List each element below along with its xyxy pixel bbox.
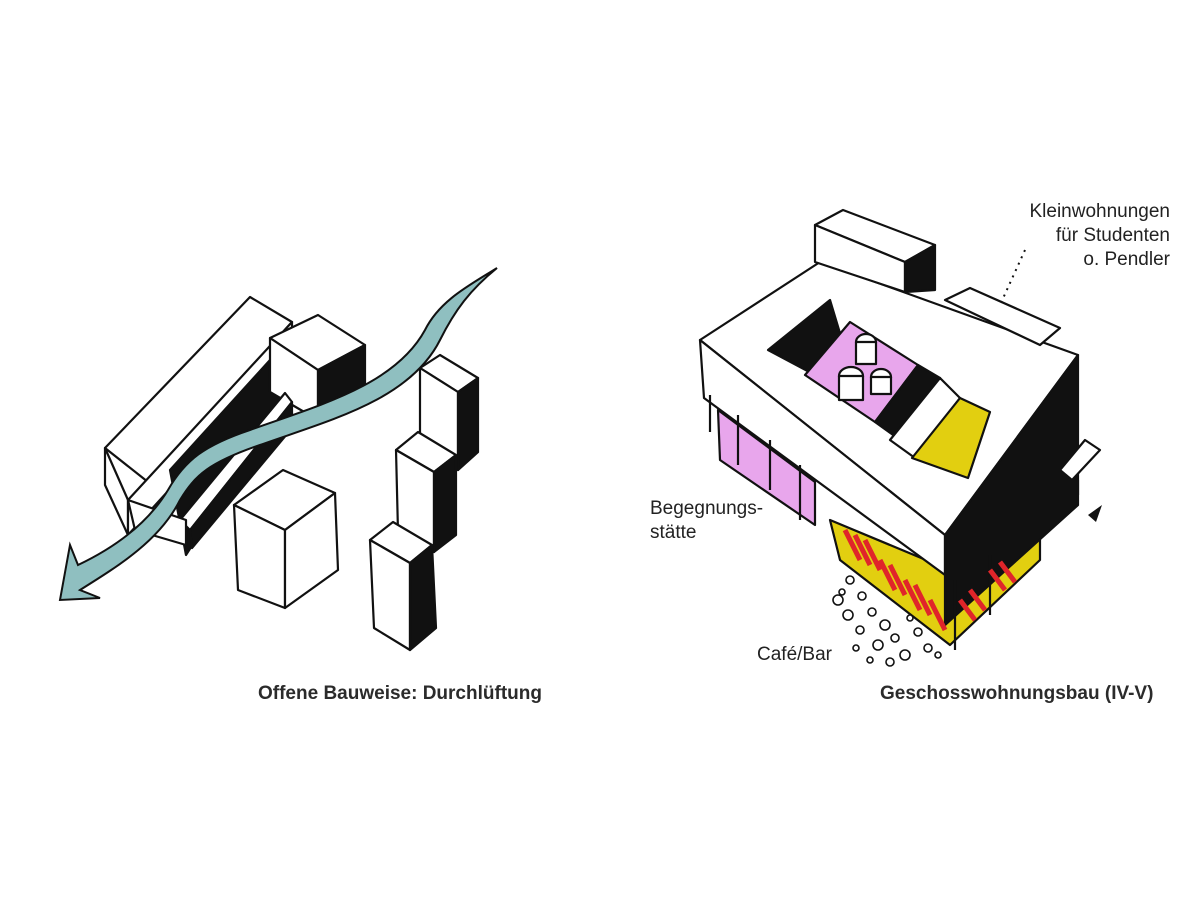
tower-shadow bbox=[903, 243, 937, 294]
label-kleinwohnungen-line-1: Kleinwohnungen bbox=[1029, 201, 1170, 222]
label-kleinwohnungen-line-3: o. Pendler bbox=[1083, 249, 1170, 270]
middle-cube-side bbox=[283, 491, 340, 610]
cafe-seating-dots bbox=[832, 575, 942, 667]
notch-block-top bbox=[943, 286, 1062, 347]
label-begegnungsstaette-line-2: stätte bbox=[650, 522, 697, 543]
right-caption: Geschosswohnungsbau (IV-V) bbox=[880, 683, 1154, 704]
box-low-shadow bbox=[408, 543, 438, 652]
label-kleinwohnungen: Kleinwohnungen für Studenten o. Pendler bbox=[990, 200, 1170, 272]
box-mid-shadow bbox=[432, 453, 458, 554]
main-block-right-shadow bbox=[943, 353, 1080, 627]
courtyard-yellow bbox=[910, 396, 992, 480]
leader-line bbox=[999, 249, 1026, 306]
cylinder-1-body bbox=[854, 340, 878, 366]
awning-stripes bbox=[842, 528, 1017, 632]
side-canopy bbox=[1058, 438, 1102, 482]
cylinder-3-body bbox=[869, 375, 893, 396]
box-top-shadow bbox=[456, 376, 480, 472]
entrance-arrow bbox=[1088, 505, 1102, 522]
airflow-arrow bbox=[58, 267, 498, 602]
begegnungsstaette-wall bbox=[716, 408, 817, 527]
label-begegnungsstaette: Begegnungs- stätte bbox=[650, 497, 763, 545]
left-caption: Offene Bauweise: Durchlüftung bbox=[258, 683, 542, 704]
label-cafe-bar: Café/Bar bbox=[757, 644, 832, 665]
label-begegnungsstaette-line-1: Begegnungs- bbox=[650, 498, 764, 519]
cylinder-2-body bbox=[837, 374, 865, 402]
label-kleinwohnungen-line-2: für Studenten bbox=[1055, 225, 1170, 246]
